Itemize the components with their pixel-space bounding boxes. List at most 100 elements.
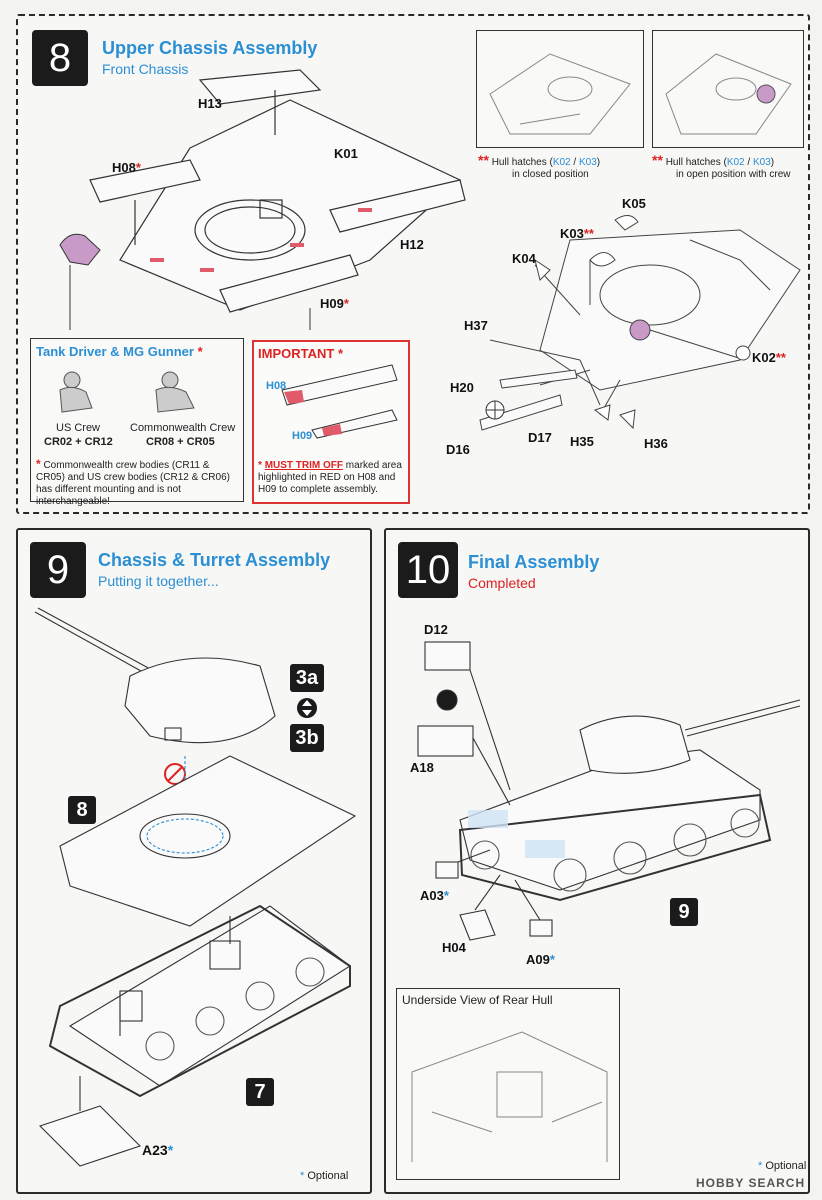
step10-optional-text: Optional (765, 1160, 807, 1172)
part-label-h13: H13 (198, 96, 222, 111)
us-crew-parts: CR02 + CR12 (44, 436, 113, 448)
step8-subtitle: Front Chassis (102, 61, 189, 77)
part-label-k04: K04 (512, 251, 536, 266)
hatch-closed-line2: in closed position (512, 169, 589, 180)
cw-crew-parts: CR08 + CR05 (146, 436, 215, 448)
step9-optional-star: * (300, 1170, 305, 1182)
hatch-open-stars: ** (652, 152, 663, 168)
part-label-h09: H09* (320, 296, 349, 311)
part-label-k03: K03** (560, 226, 594, 241)
hatch-closed-text1: Hull hatches ( (491, 157, 553, 168)
step9-ref-3b: 3b (290, 724, 324, 752)
step8-title: Upper Chassis Assembly (102, 38, 318, 58)
commonwealth-crew-figure (155, 371, 195, 413)
step10-subtitle: Completed (468, 575, 536, 591)
step8-chassis-diagram (59, 69, 466, 330)
step9-assembly-diagram (34, 607, 357, 1167)
crew-box-title: Tank Driver & MG Gunner * (36, 344, 203, 359)
h09-text: H09 (320, 296, 344, 311)
hatch-closed-stars: ** (478, 152, 489, 168)
step9-optional-text: Optional (307, 1170, 349, 1182)
important-h08: H08 (266, 380, 287, 392)
hatch-open-text1: Hull hatches ( (665, 157, 727, 168)
a23-star: * (167, 1142, 174, 1158)
step9-title: Chassis & Turret Assembly (98, 550, 331, 570)
crew-note-star: * (36, 457, 41, 471)
us-crew-label: US Crew (56, 422, 101, 434)
step9-ref-7: 7 (246, 1078, 274, 1106)
part-label-a09: A09* (526, 952, 555, 967)
a23-text: A23 (142, 1142, 168, 1158)
step9-ref-3a: 3a (290, 664, 324, 692)
step10-optional-star: * (758, 1160, 763, 1172)
crew-title-star: * (197, 344, 203, 359)
h08-star: * (135, 160, 141, 175)
crew-note: * Commonwealth crew bodies (CR11 & CR05)… (36, 458, 236, 508)
part-label-h08: H08* (112, 160, 141, 175)
underside-view-box (396, 988, 620, 1180)
crew-title-text: Tank Driver & MG Gunner (36, 344, 194, 359)
important-title-star: * (337, 346, 343, 361)
cw-crew-label: Commonwealth Crew (130, 422, 236, 434)
a09-star: * (549, 952, 555, 967)
a03-text: A03 (420, 888, 444, 903)
important-diagram (281, 364, 398, 439)
hatch-open-text2: ) (770, 157, 775, 168)
crew-note-text: Commonwealth crew bodies (CR11 & CR05) a… (36, 460, 230, 507)
hatch-closed-k02: K02 (552, 157, 571, 168)
crew-box (30, 338, 244, 502)
step10-tank-diagram (417, 641, 801, 941)
step10-title: Final Assembly (468, 552, 600, 572)
part-label-k01: K01 (334, 146, 358, 161)
k02-stars: ** (775, 350, 786, 365)
hatch-open-k03: K03 (752, 157, 771, 168)
hatch-open-inset (652, 30, 804, 148)
hatch-open-line2: in open position with crew (676, 169, 791, 180)
step9-optional-note: * Optional (300, 1170, 348, 1182)
part-label-h37: H37 (464, 318, 488, 333)
step10-ref-9: 9 (670, 898, 698, 926)
important-note-rest: marked area highlighted in RED on H08 an… (258, 460, 402, 495)
part-label-h20: H20 (450, 380, 474, 395)
part-label-k05: K05 (622, 196, 646, 211)
important-h09: H09 (292, 430, 313, 442)
underside-diagram (411, 1031, 608, 1162)
hatch-open-diagram (665, 53, 792, 135)
step9-arrow-icon (297, 698, 317, 718)
k02-text: K02 (752, 350, 776, 365)
step10-optional-note: * Optional (758, 1160, 806, 1172)
step10-number: 10 (398, 542, 458, 598)
hatch-open-k02: K02 (726, 157, 745, 168)
part-label-d12: D12 (424, 622, 448, 637)
part-label-h12: H12 (400, 237, 424, 252)
hatch-open-sep: / (744, 157, 753, 168)
part-label-h36: H36 (644, 436, 668, 451)
h09-star: * (343, 296, 349, 311)
step9-subtitle: Putting it together... (98, 573, 219, 589)
hatch-closed-caption: ** Hull hatches (K02 / K03) in closed po… (478, 152, 648, 181)
hatch-closed-diagram (489, 53, 631, 135)
important-note-red: MUST TRIM OFF (264, 460, 344, 471)
important-note: * MUST TRIM OFF marked area highlighted … (258, 460, 404, 496)
hatch-closed-k03: K03 (578, 157, 597, 168)
hatch-closed-sep: / (570, 157, 579, 168)
watermark: HOBBY SEARCH (696, 1176, 806, 1190)
hatch-open-caption: ** Hull hatches (K02 / K03) in open posi… (652, 152, 812, 181)
step8-number: 8 (32, 30, 88, 86)
hatch-closed-text2: ) (596, 157, 601, 168)
important-note-star: * (258, 460, 262, 471)
step9-ref-8: 8 (68, 796, 96, 824)
part-label-a23: A23* (142, 1142, 173, 1158)
hatch-closed-inset (476, 30, 644, 148)
part-label-k02: K02** (752, 350, 786, 365)
h08-text: H08 (112, 160, 136, 175)
us-crew-figure (59, 371, 93, 413)
part-label-d16: D16 (446, 442, 470, 457)
a09-text: A09 (526, 952, 550, 967)
k03-stars: ** (583, 226, 594, 241)
important-title-text: IMPORTANT (258, 346, 335, 361)
part-label-a18: A18 (410, 760, 434, 775)
part-label-d17: D17 (528, 430, 552, 445)
part-label-a03: A03* (420, 888, 449, 903)
part-label-h35: H35 (570, 434, 594, 449)
